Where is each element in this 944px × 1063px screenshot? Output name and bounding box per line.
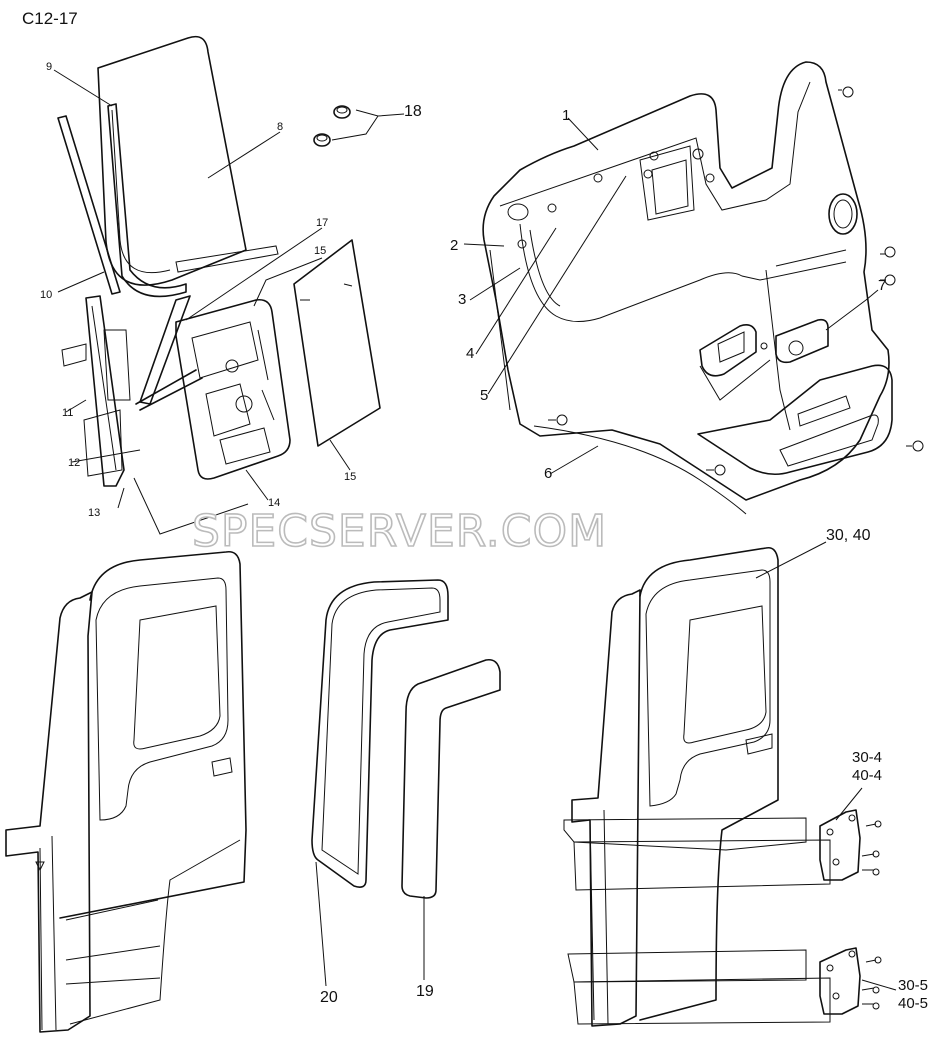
callout-6: 6	[544, 465, 552, 482]
callout-40-5: 40-5	[898, 995, 928, 1012]
grommet-part-18	[313, 105, 351, 147]
callout-11: 11	[62, 407, 73, 419]
hinge-upper-part-30-4	[819, 809, 882, 881]
watermark: SPECSERVER.COM	[192, 506, 607, 557]
door-seal-part-20	[311, 579, 449, 888]
door-bottom-edge	[533, 425, 747, 515]
callout-5: 5	[480, 387, 488, 404]
callout-16: 15	[314, 245, 326, 257]
door-seal-part-19	[401, 658, 501, 899]
callout-4: 4	[466, 345, 474, 362]
hinge-lower-part-30-5	[819, 947, 882, 1015]
callout-7: 7	[878, 277, 886, 294]
door-trim-panel-part-1	[482, 61, 890, 501]
callout-labels: 9 8 18 17 15 10 11 12 13 14 15 1 2 3 4 5…	[40, 61, 928, 1012]
armrest-part-6	[697, 364, 893, 476]
callout-19: 19	[416, 983, 434, 1000]
window-regulator-part-13	[85, 245, 279, 487]
callout-18: 18	[404, 103, 422, 120]
run-channel-part-10	[57, 115, 121, 295]
callout-3: 3	[458, 291, 466, 308]
callout-14: 14	[268, 497, 280, 509]
inner-door-module-part-14	[175, 298, 291, 480]
screws-parts-2-3-4-5	[517, 86, 924, 476]
trim-panel-part-15	[293, 239, 381, 447]
callout-9: 9	[46, 61, 52, 73]
callout-20: 20	[320, 989, 338, 1006]
callout-10: 10	[40, 289, 52, 301]
callout-40-4: 40-4	[852, 767, 882, 784]
callout-15: 15	[344, 471, 356, 483]
page-code: C12-17	[22, 9, 78, 28]
door-assembly-right	[563, 546, 831, 1027]
callout-17: 17	[316, 217, 328, 229]
callout-12: 12	[68, 457, 80, 469]
callout-30-4: 30-4	[852, 749, 882, 766]
callout-8: 8	[277, 121, 283, 133]
callout-2: 2	[450, 237, 458, 254]
callout-13: 13	[88, 507, 100, 519]
door-assembly-left	[5, 550, 247, 1033]
door-inner-frame-part-11	[61, 343, 249, 535]
callout-1: 1	[562, 107, 570, 124]
callout-30-5: 30-5	[898, 977, 928, 994]
glass-channel-part-9	[107, 103, 187, 298]
leader-lines	[53, 69, 897, 991]
callout-30-40: 30, 40	[826, 527, 871, 544]
inside-handle-part-7	[699, 318, 829, 377]
